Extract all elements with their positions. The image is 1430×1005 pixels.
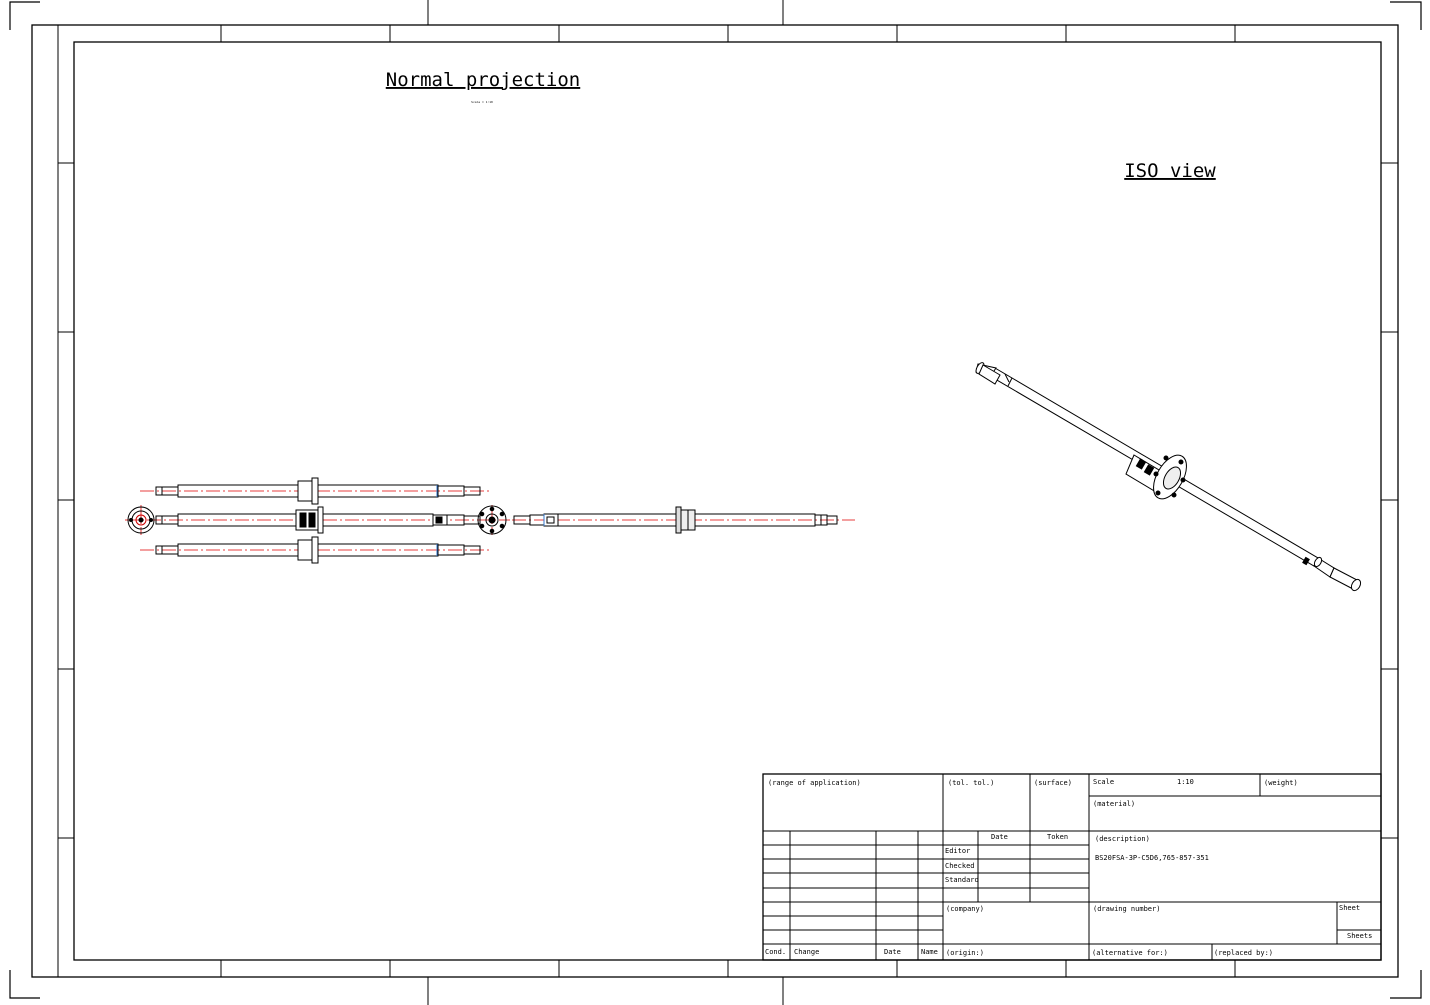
range-of-application-label: (range of application) bbox=[768, 779, 861, 787]
revision-date-label: Date bbox=[884, 948, 901, 956]
iso-view-title: ISO view bbox=[1124, 160, 1216, 182]
title-block bbox=[762, 773, 1382, 961]
name-label: Name bbox=[921, 948, 938, 956]
description-value: BS20FSA-3P-C5D6,765-857-351 bbox=[1095, 854, 1209, 862]
checked-label: Checked bbox=[945, 862, 975, 870]
sheet-label: Sheet bbox=[1339, 904, 1360, 912]
shaft-side-view bbox=[513, 506, 838, 534]
left-end-view bbox=[127, 506, 155, 534]
outer-frame bbox=[31, 24, 1399, 978]
weight-label: (weight) bbox=[1264, 779, 1298, 787]
shaft-top-view bbox=[155, 477, 481, 505]
sheets-label: Sheets bbox=[1347, 932, 1372, 940]
drawing-number-label: (drawing number) bbox=[1093, 905, 1160, 913]
shaft-bottom-view bbox=[155, 536, 481, 564]
surface-label: (surface) bbox=[1034, 779, 1072, 787]
normal-projection-title: Normal projection bbox=[386, 69, 580, 91]
normal-projection-views bbox=[125, 477, 855, 564]
cond-label: Cond. bbox=[765, 948, 786, 956]
standard-label: Standard bbox=[945, 876, 979, 884]
editor-label: Editor bbox=[945, 847, 970, 855]
alternative-for-label: (alternative for:) bbox=[1092, 949, 1168, 957]
trim-marks bbox=[9, 1, 1422, 999]
change-label: Change bbox=[794, 948, 819, 956]
scale-value: 1:10 bbox=[1177, 778, 1194, 786]
shaft-middle-view bbox=[155, 506, 481, 534]
right-end-view bbox=[477, 505, 507, 535]
material-label: (material) bbox=[1093, 800, 1135, 808]
tolerance-label: (tol. tol.) bbox=[948, 779, 994, 787]
iso-view bbox=[975, 362, 1362, 592]
zone-ticks bbox=[58, 0, 1398, 1005]
date-column-header: Date bbox=[991, 833, 1008, 841]
title-block-text: (range of application) (tol. tol.) (surf… bbox=[765, 778, 1372, 957]
replaced-by-label: (replaced by:) bbox=[1214, 949, 1273, 957]
company-label: (company) bbox=[946, 905, 984, 913]
description-label: (description) bbox=[1095, 835, 1150, 843]
origin-label: (origin:) bbox=[946, 949, 984, 957]
token-column-header: Token bbox=[1047, 833, 1068, 841]
scale-label: Scale bbox=[1093, 778, 1114, 786]
normal-projection-scale: Scale = 1:10 bbox=[471, 100, 493, 104]
